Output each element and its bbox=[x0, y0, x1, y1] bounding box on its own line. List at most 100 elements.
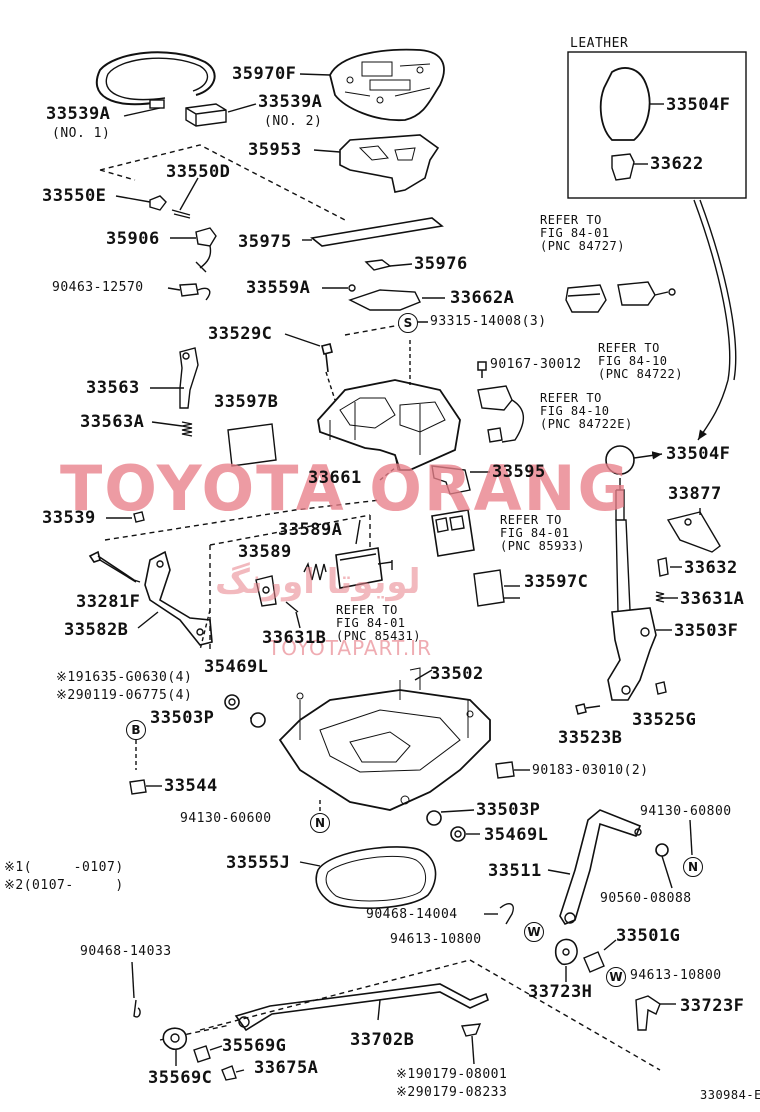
refer-85431-line1: REFER TO bbox=[336, 603, 398, 617]
lever-33582b-part bbox=[144, 550, 213, 646]
lever-33563-part bbox=[179, 347, 199, 409]
label-35906: 35906 bbox=[106, 229, 160, 249]
link-33511-part bbox=[559, 809, 642, 925]
pin-33281f-part bbox=[88, 550, 135, 581]
strip-35975-part bbox=[310, 217, 444, 247]
bracket-33662a-part bbox=[348, 289, 421, 311]
refer-84722e-line2: FIG 84-10 bbox=[540, 404, 610, 418]
refer-84727-line2: FIG 84-01 bbox=[540, 226, 610, 240]
knob-33504f-top-part bbox=[599, 67, 651, 141]
label-33631a: 33631A bbox=[680, 589, 745, 609]
label-33555j: 33555J bbox=[226, 853, 291, 873]
label-35976: 35976 bbox=[414, 254, 468, 274]
legend-line-1: ※1( -0107) bbox=[4, 860, 124, 875]
label-33563: 33563 bbox=[86, 378, 140, 398]
label-93315-14008: 93315-14008(3) bbox=[430, 314, 547, 329]
label-35569g: 35569G bbox=[222, 1036, 287, 1056]
refer-84727-line1: REFER TO bbox=[540, 213, 602, 227]
refer-85431-line3: (PNC 85431) bbox=[336, 629, 421, 643]
cover-35953-part bbox=[339, 134, 440, 193]
watermark-main: TOYOTA ORANG bbox=[60, 452, 631, 525]
knob-33504f-mid-part bbox=[605, 445, 635, 475]
label-33544: 33544 bbox=[164, 776, 218, 796]
label-33559a: 33559A bbox=[246, 278, 311, 298]
label-33501g: 33501G bbox=[616, 926, 681, 946]
socket-35906-part bbox=[195, 227, 217, 247]
label-33662a: 33662A bbox=[450, 288, 515, 308]
symbol-w-right: W bbox=[606, 967, 626, 987]
symbol-n-left: N bbox=[310, 813, 330, 833]
rod-33702b-part bbox=[234, 983, 489, 1032]
label-33503p-right: 33503P bbox=[476, 800, 541, 820]
tag-33877-part bbox=[666, 511, 721, 553]
label-33550d: 33550D bbox=[166, 162, 231, 182]
label-33597b: 33597B bbox=[214, 392, 279, 412]
label-35975: 35975 bbox=[238, 232, 292, 252]
refer-84722-line2: FIG 84-10 bbox=[598, 354, 668, 368]
label-35469l-top: 35469L bbox=[204, 657, 269, 677]
label-33595: 33595 bbox=[492, 462, 546, 482]
refer-84722e-line1: REFER TO bbox=[540, 391, 602, 405]
label-33504f-top: 33504F bbox=[666, 95, 731, 115]
label-33661: 33661 bbox=[308, 468, 362, 488]
label-33702b: 33702B bbox=[350, 1030, 415, 1050]
label-33529c: 33529C bbox=[208, 324, 273, 344]
label-33563a: 33563A bbox=[80, 412, 145, 432]
label-90468-14004: 90468-14004 bbox=[366, 907, 458, 922]
ring-33539a-part bbox=[95, 51, 216, 106]
label-90119-06775: ※290119-06775(4) bbox=[56, 688, 193, 703]
label-33525g: 33525G bbox=[632, 710, 697, 730]
bulb-33550e-part bbox=[149, 195, 167, 211]
refer-84722e: REFER TO FIG 84-10 (PNC 84722E) bbox=[540, 392, 633, 431]
label-35469l-bot: 35469L bbox=[484, 825, 549, 845]
label-33631b: 33631B bbox=[262, 628, 327, 648]
watermark-site: TOYOTAPART.IR bbox=[268, 636, 432, 660]
label-33511: 33511 bbox=[488, 861, 542, 881]
refer-84722: REFER TO FIG 84-10 (PNC 84722) bbox=[598, 342, 683, 381]
label-33502: 33502 bbox=[430, 664, 484, 684]
label-33539a-2-note: (NO. 2) bbox=[264, 114, 323, 129]
refer-84722-line3: (PNC 84722) bbox=[598, 367, 683, 381]
symbol-b: B bbox=[126, 720, 146, 740]
sheet-33597b-part bbox=[227, 423, 277, 467]
label-33723h: 33723H bbox=[528, 982, 593, 1002]
label-90179-08001: ※190179-08001 bbox=[396, 1067, 508, 1082]
label-35970f: 35970F bbox=[232, 64, 297, 84]
refer-85933: REFER TO FIG 84-01 (PNC 85933) bbox=[500, 514, 585, 553]
watermark-arabic: لویوتا اورنگ bbox=[215, 562, 421, 602]
symbol-s: S bbox=[398, 313, 418, 333]
label-33589a: 33589A bbox=[278, 520, 343, 540]
leather-box-title: LEATHER bbox=[570, 36, 629, 51]
label-33550e: 33550E bbox=[42, 186, 107, 206]
refer-85933-line2: FIG 84-01 bbox=[500, 526, 570, 540]
refer-85933-line3: (PNC 85933) bbox=[500, 539, 585, 553]
refer-84727-line3: (PNC 84727) bbox=[540, 239, 625, 253]
label-35953: 35953 bbox=[248, 140, 302, 160]
refer-84722e-line3: (PNC 84722E) bbox=[540, 417, 633, 431]
block-33539a-part bbox=[185, 103, 227, 127]
label-33597c: 33597C bbox=[524, 572, 589, 592]
label-33675a: 33675A bbox=[254, 1058, 319, 1078]
boot-33555j-part bbox=[315, 846, 437, 909]
label-33281f: 33281F bbox=[76, 592, 141, 612]
frame-33502-part bbox=[278, 689, 491, 811]
label-90183-03010: 90183-03010(2) bbox=[532, 763, 649, 778]
label-33723f: 33723F bbox=[680, 996, 745, 1016]
label-35569c: 35569C bbox=[148, 1068, 213, 1088]
label-33539a-2: 33539A bbox=[258, 92, 323, 112]
label-33622: 33622 bbox=[650, 154, 704, 174]
label-90167-30012: 90167-30012 bbox=[490, 357, 582, 372]
label-33877: 33877 bbox=[668, 484, 722, 504]
label-33582b: 33582B bbox=[64, 620, 129, 640]
symbol-n-right: N bbox=[683, 857, 703, 877]
label-90179-08233: ※290179-08233 bbox=[396, 1085, 508, 1100]
label-33503p-left: 33503P bbox=[150, 708, 215, 728]
legend-line-2: ※2(0107- ) bbox=[4, 878, 124, 893]
refer-84727: REFER TO FIG 84-01 (PNC 84727) bbox=[540, 214, 625, 253]
plate-33595-part bbox=[431, 465, 471, 495]
label-94130-60800: 94130-60800 bbox=[640, 804, 732, 819]
refer-84722-line1: REFER TO bbox=[598, 341, 660, 355]
label-94613-10800-right: 94613-10800 bbox=[630, 968, 722, 983]
label-33589: 33589 bbox=[238, 542, 292, 562]
